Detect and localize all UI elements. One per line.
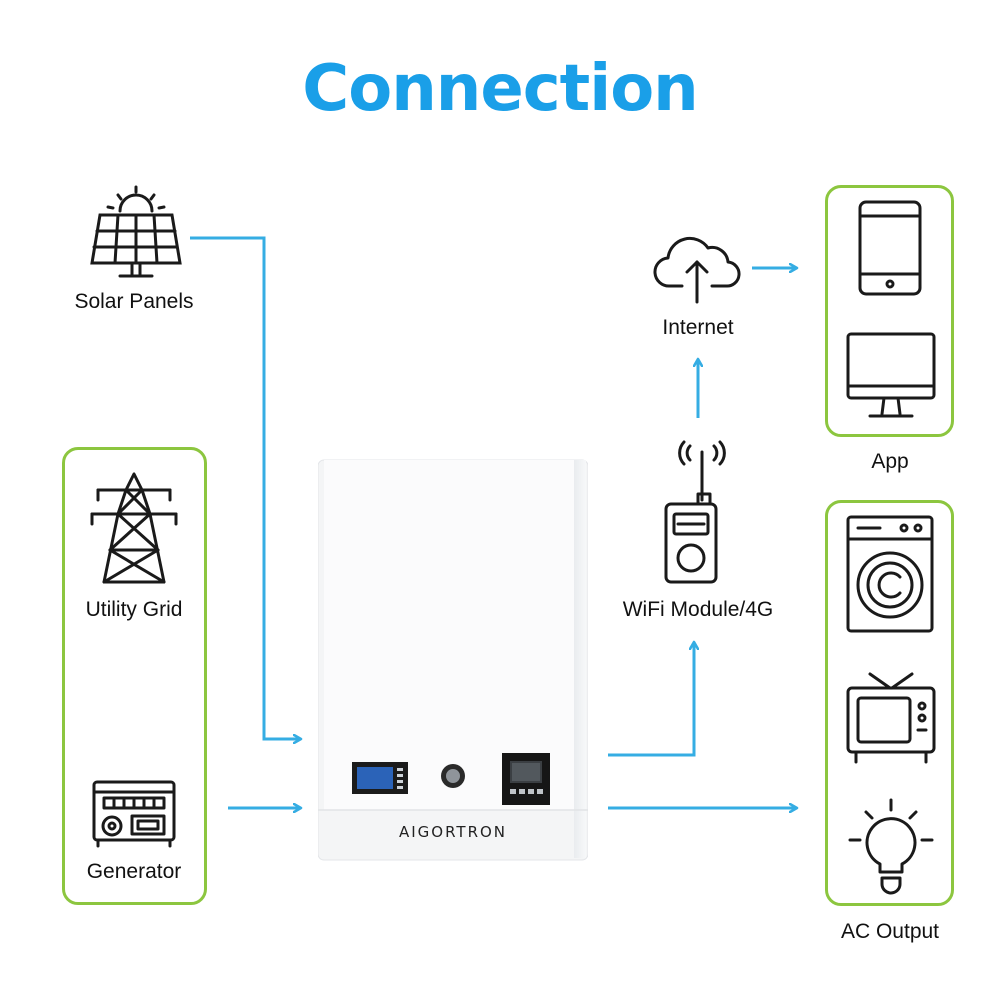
grid-generator-box bbox=[62, 447, 207, 905]
control-panel bbox=[502, 753, 550, 805]
ac-output-box bbox=[825, 500, 954, 906]
arrow-unit-to-wifi bbox=[608, 643, 694, 757]
page-title: Connection bbox=[302, 52, 698, 126]
tv-icon bbox=[846, 672, 936, 764]
generator-icon bbox=[92, 780, 176, 848]
smartphone-icon bbox=[858, 200, 922, 296]
lcd-display bbox=[352, 762, 408, 794]
source-label-grid: Utility Grid bbox=[85, 598, 183, 621]
app-box bbox=[825, 185, 954, 437]
arrow-solar-to-unit bbox=[190, 236, 300, 739]
source-label-solar: Solar Panels bbox=[74, 290, 194, 313]
output-label-app: App bbox=[871, 450, 909, 473]
monitor-icon bbox=[846, 332, 936, 418]
light-bulb-icon bbox=[848, 798, 934, 895]
output-label-ac: AC Output bbox=[840, 920, 940, 943]
power-knob bbox=[441, 764, 465, 788]
solar-panel-icon bbox=[90, 185, 182, 278]
network-label-wifi: WiFi Module/4G bbox=[622, 598, 774, 621]
cloud-upload-icon bbox=[653, 237, 741, 304]
brand-logo: AIGORTRON bbox=[398, 823, 508, 841]
washing-machine-icon bbox=[846, 515, 934, 633]
inverter-battery-unit: AIGORTRON bbox=[318, 458, 588, 862]
wifi-module-icon bbox=[664, 440, 726, 584]
source-label-generator: Generator bbox=[86, 860, 182, 883]
power-tower-icon bbox=[90, 472, 178, 584]
network-label-internet: Internet bbox=[662, 316, 734, 339]
